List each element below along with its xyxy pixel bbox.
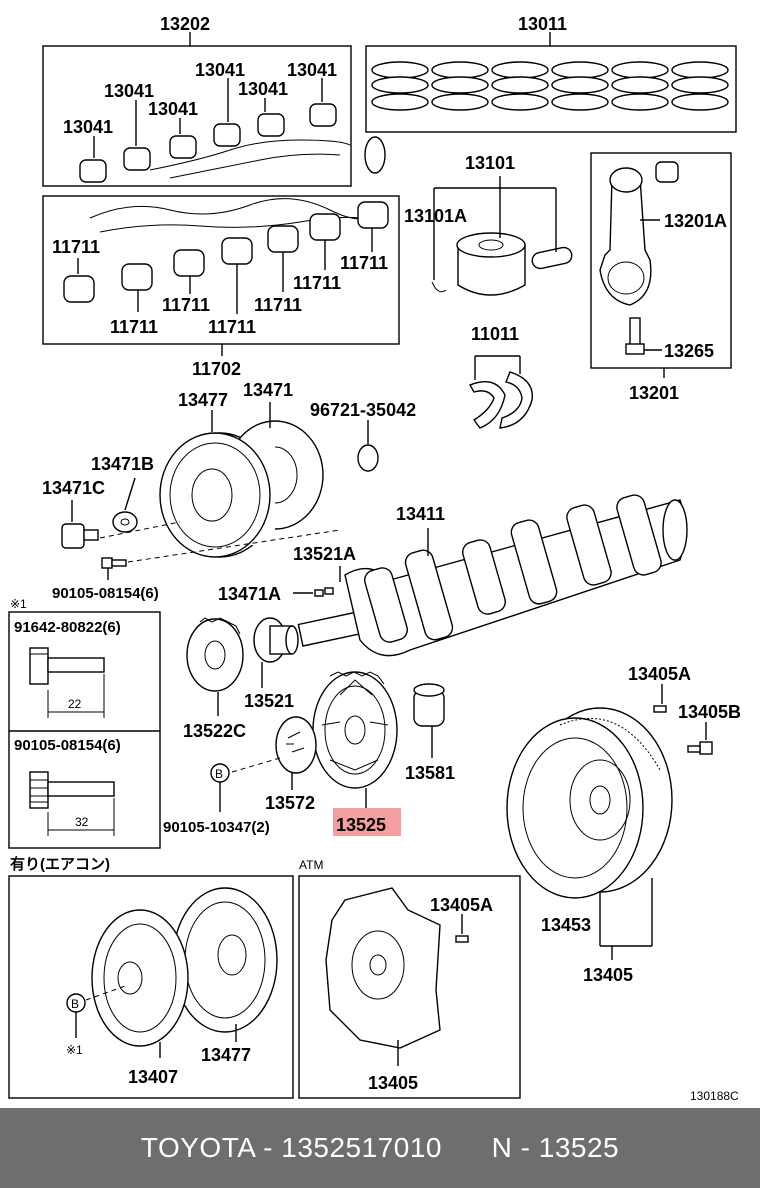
label-13041-b[interactable]: 13041 [104, 81, 154, 101]
pulley-bolt-icon [61, 523, 99, 549]
dowel-pin-icon [653, 705, 667, 713]
label-13405b[interactable]: 13405B [678, 702, 741, 722]
label-13202[interactable]: 13202 [160, 14, 210, 34]
label-11711-g[interactable]: 11711 [340, 253, 388, 273]
label-11011[interactable]: 11011 [471, 324, 519, 344]
main-bearing-icon [63, 198, 389, 314]
piston-rings-icon [371, 61, 729, 111]
damper-pulley-13477-icon [172, 887, 278, 1033]
label-90105-08154-main[interactable]: 90105-08154(6) [52, 585, 159, 602]
label-90105-10347[interactable]: 90105-10347(2) [163, 819, 270, 836]
label-13581[interactable]: 13581 [405, 763, 455, 783]
piston-icon [431, 232, 573, 296]
label-13041-c[interactable]: 13041 [148, 99, 198, 119]
crankshaft-icon [297, 494, 688, 657]
pulley-13407-icon [91, 909, 189, 1047]
box-13011 [365, 45, 737, 133]
label-13405a-atm[interactable]: 13405A [430, 895, 493, 915]
label-13101a[interactable]: 13101A [404, 206, 467, 226]
label-11711-d[interactable]: 11711 [208, 317, 256, 337]
label-13411[interactable]: 13411 [396, 504, 445, 524]
label-11711-f[interactable]: 11711 [293, 273, 341, 293]
label-13453[interactable]: 13453 [541, 915, 591, 935]
label-13201a[interactable]: 13201A [664, 211, 727, 231]
label-13522c[interactable]: 13522C [183, 721, 246, 741]
label-13011[interactable]: 13011 [518, 14, 567, 34]
dimension-32: 32 [75, 815, 89, 829]
label-13521a[interactable]: 13521A [293, 544, 356, 564]
rod-bearing-icon [79, 78, 386, 183]
flange-bolt-22-icon [29, 647, 105, 685]
label-13471c[interactable]: 13471C [42, 478, 105, 498]
label-13477-top[interactable]: 13477 [178, 390, 228, 410]
label-13041-a[interactable]: 13041 [63, 117, 113, 137]
key-icon [314, 587, 334, 597]
timing-gear-13525-icon [312, 671, 398, 789]
circle-b2-label: B [71, 997, 79, 1011]
crank-gear-13521-icon [253, 617, 299, 663]
label-13471[interactable]: 13471 [243, 380, 293, 400]
label-13201[interactable]: 13201 [629, 383, 679, 403]
washer-icon [112, 511, 138, 533]
box-aircon [8, 875, 294, 1099]
connecting-rod-icon [599, 161, 679, 355]
flywheel-bolt-icon [687, 741, 713, 755]
label-13041-e[interactable]: 13041 [238, 79, 288, 99]
label-13477-bottom[interactable]: 13477 [201, 1045, 251, 1065]
box-13201 [590, 152, 732, 369]
label-11711-c[interactable]: 11711 [162, 295, 210, 315]
part-number-footer: TOYOTA - 1352517010 N - 13525 [0, 1108, 760, 1188]
circle-b-label: B [215, 767, 223, 781]
label-13572[interactable]: 13572 [265, 793, 315, 813]
label-13525[interactable]: 13525 [336, 815, 386, 835]
label-13407[interactable]: 13407 [128, 1067, 178, 1087]
note-1b-label: ※1 [66, 1043, 83, 1057]
diagram-code: 130188C [690, 1089, 739, 1103]
seal-ring-icon [357, 444, 379, 472]
label-13405-right[interactable]: 13405 [583, 965, 633, 985]
label-90105-08154-box[interactable]: 90105-08154(6) [14, 737, 121, 754]
plate-13572-icon [275, 716, 317, 774]
atm-label: ATM [299, 858, 323, 872]
flywheel-icon [506, 707, 673, 899]
crank-timing-gear-icon [186, 617, 244, 692]
box-note-1 [8, 611, 161, 849]
flange-bolt-32-icon [29, 771, 115, 809]
spacer-13581-icon [413, 683, 445, 727]
box-atm [298, 875, 521, 1099]
label-13265[interactable]: 13265 [664, 341, 714, 361]
box-13202 [42, 45, 352, 187]
label-13405a-top[interactable]: 13405A [628, 664, 691, 684]
label-11702[interactable]: 11702 [192, 359, 241, 379]
label-13405-atm[interactable]: 13405 [368, 1073, 418, 1093]
small-bolt-icon [101, 557, 127, 569]
footer-text: TOYOTA - 1352517010 N - 13525 [140, 1132, 620, 1163]
parts-diagram: 13202 13011 13041 13041 13041 13041 1304… [8, 14, 741, 1103]
thrust-washer-icon [468, 371, 534, 429]
label-11711-a[interactable]: 11711 [52, 237, 100, 257]
label-13471b[interactable]: 13471B [91, 454, 154, 474]
part-labels: 13202 13011 13041 13041 13041 13041 1304… [10, 14, 741, 1103]
label-13101[interactable]: 13101 [465, 153, 515, 173]
label-13471a[interactable]: 13471A [218, 584, 281, 604]
label-11711-e[interactable]: 11711 [254, 295, 302, 315]
label-96721-35042[interactable]: 96721-35042 [310, 400, 416, 420]
label-13041-f[interactable]: 13041 [287, 60, 337, 80]
crankshaft-pulley-icon [159, 420, 324, 558]
highlight-13525 [333, 808, 401, 836]
label-13521[interactable]: 13521 [244, 691, 294, 711]
box-11702 [42, 195, 400, 345]
label-13041-d[interactable]: 13041 [195, 60, 245, 80]
drive-plate-icon [325, 887, 441, 1049]
note-1-label: ※1 [10, 597, 27, 611]
aircon-label: 有り(エアコン) [10, 855, 110, 873]
label-11711-b[interactable]: 11711 [110, 317, 158, 337]
dimension-22: 22 [68, 697, 82, 711]
label-91642-80822[interactable]: 91642-80822(6) [14, 619, 121, 636]
